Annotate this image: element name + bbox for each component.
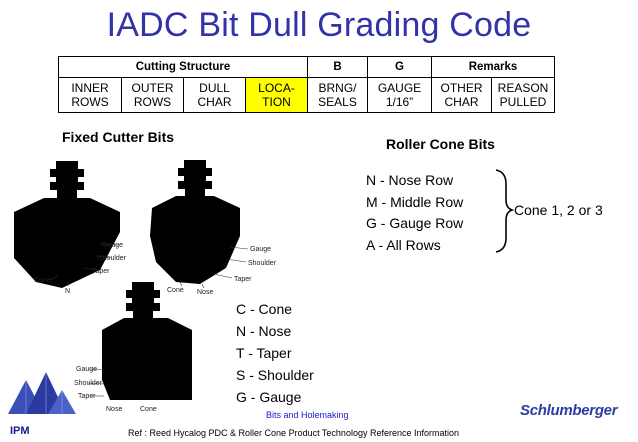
code-cell: INNER ROWS	[58, 77, 122, 113]
code-text: LOCA- TION	[258, 81, 295, 109]
code-cell: GAUGE 1/16”	[367, 77, 432, 113]
fc-legend-taper: T - Taper	[236, 345, 292, 361]
code-text: REASON PULLED	[497, 81, 549, 109]
fc1-shoulder-label: Shoulder	[98, 255, 127, 262]
fc1-gauge-label: Gauge	[102, 242, 123, 249]
code-text: INNER ROWS	[71, 81, 109, 109]
header-remarks: Remarks	[431, 56, 555, 78]
reference-text: Ref : Reed Hycalog PDC & Roller Cone Pro…	[128, 428, 460, 438]
fc3-nose-label: Nose	[106, 406, 122, 413]
dull-grade-table: Cutting Structure B G Remarks INNER ROWS…	[58, 56, 555, 113]
table-codes-row: INNER ROWS OUTER ROWS DULL CHAR LOCA- TI…	[58, 77, 555, 113]
code-text: OUTER ROWS	[131, 81, 174, 109]
code-cell-highlighted: LOCA- TION	[245, 77, 308, 113]
fc1-n-label: N	[65, 288, 70, 295]
code-cell: OTHER CHAR	[431, 77, 492, 113]
fc-legend-shoulder: S - Shoulder	[236, 367, 314, 383]
rc-legend-middle-row: M - Middle Row	[366, 194, 464, 210]
fc1-cone-label: Cone	[34, 277, 51, 284]
fc1-taper-label: Taper	[92, 268, 110, 275]
fc2-gauge-label: Gauge	[250, 246, 271, 253]
code-text: BRNG/ SEALS	[318, 81, 357, 109]
ipm-mountains-icon	[8, 372, 76, 414]
schlumberger-logo: Schlumberger	[520, 402, 618, 419]
fc2-shoulder-label: Shoulder	[248, 260, 277, 267]
code-cell: OUTER ROWS	[121, 77, 184, 113]
fc-legend-nose: N - Nose	[236, 323, 292, 339]
fc3-gauge-label: Gauge	[76, 366, 97, 373]
code-text: DULL CHAR	[197, 81, 232, 109]
pdc-bit-2-icon	[150, 160, 240, 284]
fc3-cone-label: Cone	[140, 406, 157, 413]
fc-legend-cone: C - Cone	[236, 301, 293, 317]
code-cell: BRNG/ SEALS	[307, 77, 368, 113]
code-cell: REASON PULLED	[491, 77, 555, 113]
ipm-logo-text: IPM	[10, 425, 30, 437]
fixed-cutter-heading: Fixed Cutter Bits	[62, 129, 175, 145]
roller-cone-heading: Roller Cone Bits	[386, 136, 495, 152]
fc3-shoulder-label: Shoulder	[74, 380, 103, 387]
fc2-taper-label: Taper	[234, 276, 252, 283]
pdc-bit-1-icon	[14, 161, 120, 288]
code-cell: DULL CHAR	[183, 77, 246, 113]
rc-legend-all-rows: A - All Rows	[366, 237, 441, 253]
code-text: OTHER CHAR	[440, 81, 483, 109]
table-header-row: Cutting Structure B G Remarks	[58, 56, 555, 78]
fc2-cone-label: Cone	[167, 287, 184, 294]
fc-legend-gauge: G - Gauge	[236, 389, 302, 405]
brace-icon	[495, 169, 515, 253]
rc-legend-gauge-row: G - Gauge Row	[366, 215, 464, 231]
pdc-bit-3-icon	[102, 282, 192, 400]
fc3-taper-label: Taper	[78, 393, 96, 400]
brace-label: Cone 1, 2 or 3	[514, 202, 603, 218]
course-label: Bits and Holemaking	[266, 410, 349, 420]
fc2-nose-label: Nose	[197, 289, 213, 296]
code-text: GAUGE 1/16”	[377, 81, 422, 109]
page-title: IADC Bit Dull Grading Code	[106, 6, 532, 44]
rc-legend-nose-row: N - Nose Row	[366, 172, 454, 188]
